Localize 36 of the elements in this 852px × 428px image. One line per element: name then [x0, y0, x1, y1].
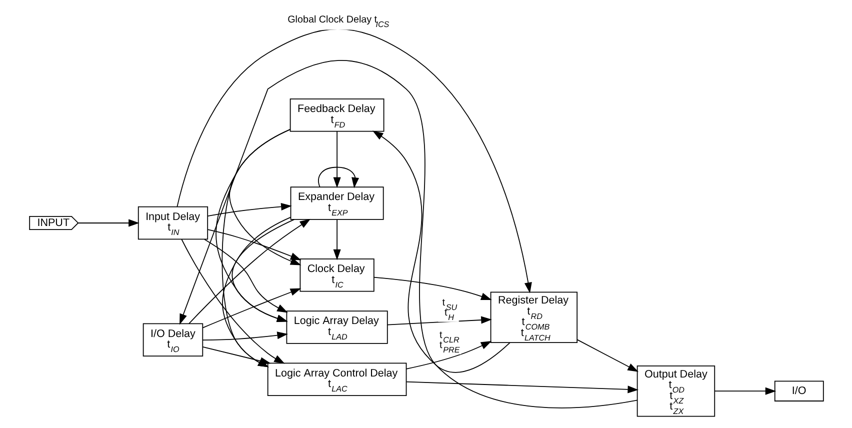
arrow: [77, 219, 139, 227]
arrow: [372, 130, 510, 373]
arrow: [221, 128, 290, 368]
arrow: [215, 128, 290, 322]
node-box: I/O Delay t$_{IO}$: [142, 323, 203, 356]
node-box: Output Delay t$_{OD}$ t$_{XZ}$ t$_{ZX}$: [636, 365, 715, 417]
node-box: I/O: [774, 380, 824, 402]
arrow: [231, 218, 294, 322]
arrow: [372, 276, 492, 300]
edge-label: t$_{CLR}$ t$_{PRE}$: [439, 330, 460, 354]
arrow: [714, 387, 776, 395]
arrow: [405, 340, 492, 370]
arrow: [332, 130, 340, 188]
arrow: [176, 28, 532, 294]
node-box: Expander Delay t$_{EXP}$: [290, 186, 384, 220]
arrow: [204, 238, 288, 313]
arrow: [332, 219, 340, 260]
arrow: [576, 339, 638, 372]
arrow: [202, 332, 288, 341]
edge-label: Global Clock Delay t$_{ICS}$: [287, 14, 389, 29]
edge-label: t$_{SU}$ t$_{H}$: [442, 298, 457, 322]
arrow: [228, 128, 301, 266]
arrow: [222, 216, 290, 368]
arrow: [179, 60, 638, 408]
arrow: [206, 202, 292, 217]
arrow: [202, 288, 301, 328]
node-box: Logic Array Control Delay t$_{LAC}$: [266, 362, 406, 396]
node-box: Feedback Delay t$_{FD}$: [289, 98, 384, 132]
arrow: [406, 381, 638, 394]
node-box: Logic Array Delay t$_{LAD}$: [286, 310, 388, 344]
arrow: [318, 166, 359, 188]
node-box: Register Delay t$_{RD}$ t$_{COMB}$ t$_{LATCH}$: [490, 292, 578, 343]
node-box: Input Delay t$_{IN}$: [137, 206, 208, 240]
node-box: Clock Delay t$_{IC}$: [299, 258, 374, 292]
arrow: [206, 229, 301, 260]
arrow: [188, 218, 310, 324]
